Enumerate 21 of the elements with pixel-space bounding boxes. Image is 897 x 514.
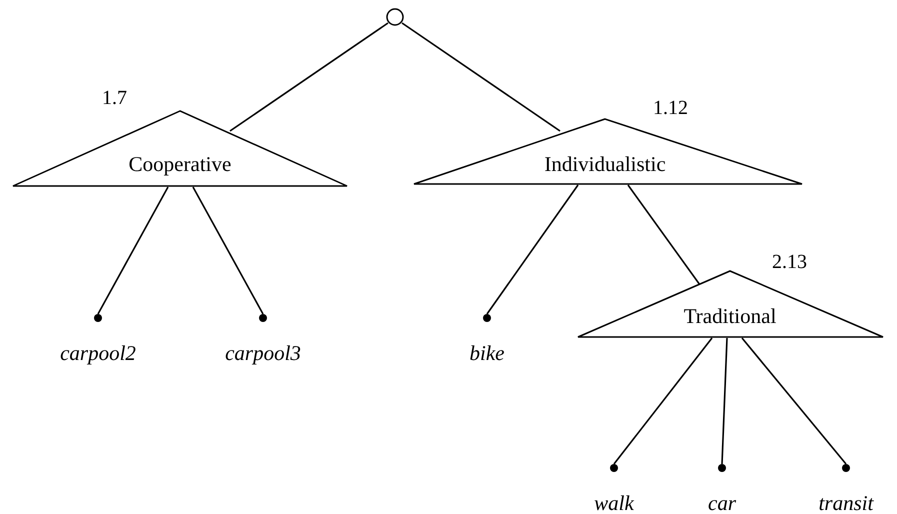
nest-label: Traditional: [684, 306, 776, 327]
connector-line: [486, 184, 579, 314]
connector-line: [97, 186, 169, 314]
alternative-label: transit: [818, 493, 874, 514]
connector-line: [230, 22, 388, 132]
scale-parameter: 1.7: [102, 88, 127, 108]
alternative-label: walk: [594, 493, 634, 514]
connector-line: [627, 184, 701, 286]
alternative-label: car: [708, 493, 736, 514]
alternative-label: carpool3: [225, 343, 301, 364]
scale-parameter: 1.12: [653, 98, 688, 118]
connector-line: [192, 186, 264, 314]
connector-line: [613, 338, 713, 464]
alternative-label: carpool2: [60, 343, 136, 364]
nest-label: Individualistic: [544, 154, 666, 175]
nest-label: Cooperative: [128, 154, 232, 175]
scale-parameter: 2.13: [772, 252, 807, 272]
connector-line: [721, 338, 728, 464]
connector-line: [402, 22, 560, 132]
connector-line: [741, 338, 847, 464]
alternative-label: bike: [470, 343, 504, 364]
